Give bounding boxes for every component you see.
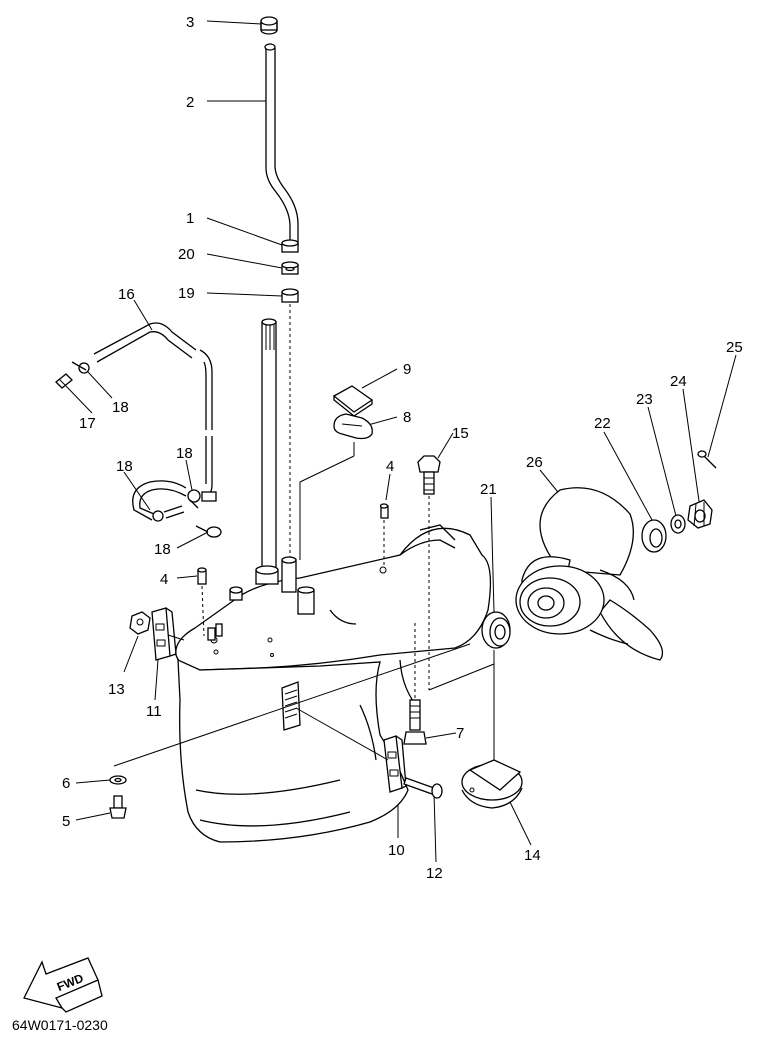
callout-12: 12 [426,865,443,882]
water-intake-grille-icon [281,681,301,731]
leader-lines [65,20,737,863]
callout-15: 15 [452,425,469,442]
callout-18-lower: 18 [154,541,171,558]
callout-20: 20 [178,246,195,263]
grommet-19-icon [281,288,299,303]
callout-19: 19 [178,285,195,302]
callout-25: 25 [726,339,743,356]
pin-4-right-icon [379,503,389,568]
water-tube-icon [264,43,299,250]
callout-14: 14 [524,847,541,864]
clip-18d-icon [195,525,222,538]
clip-18-icon [71,361,90,374]
screw-12-icon [403,777,443,799]
joint-17-icon [55,373,73,389]
washer-6-icon [109,775,127,785]
thrust-washer-21-icon [481,611,511,760]
bolt-5-icon [109,795,127,819]
seal-20-icon [281,261,299,275]
callout-4-upper: 4 [386,458,394,475]
drive-shaft-icon [261,318,277,572]
callout-9: 9 [403,361,411,378]
nut-13-icon [129,611,151,635]
hose-loop-icon [132,480,187,522]
nut-24-icon [687,499,713,529]
lower-case-icon [175,524,492,843]
callout-24: 24 [670,373,687,390]
callout-10: 10 [388,842,405,859]
washer-23-icon [670,514,686,534]
callout-21: 21 [480,481,497,498]
water-tube-assembly [260,16,299,560]
callout-26: 26 [526,454,543,471]
trim-tab-14-icon [461,759,523,809]
callout-7: 7 [456,725,464,742]
callout-6: 6 [62,775,70,792]
hose-16-icon [93,322,217,502]
grommet-3-icon [260,16,278,35]
cotter-pin-25-icon [697,450,717,469]
callout-17: 17 [79,415,96,432]
callout-22: 22 [594,415,611,432]
callout-18-upper: 18 [176,445,193,462]
spacer-22-icon [641,519,667,553]
deck-screws-icon [207,623,223,641]
callout-11: 11 [146,703,162,720]
seal-1-icon [281,239,299,253]
bolt-7-icon [403,620,427,745]
callout-16: 16 [118,286,135,303]
callout-18-left: 18 [116,458,133,475]
callout-13: 13 [108,681,125,698]
shaft-boss-icon [229,556,315,615]
callout-5: 5 [62,813,70,830]
seal-9-icon [332,385,374,417]
seal-8-icon [333,413,373,440]
callout-4-lower: 4 [160,571,168,588]
clip-18b-icon [187,489,201,509]
anode-10-icon [383,735,407,793]
callout-2: 2 [186,94,194,111]
pin-4-left-icon [197,567,207,637]
bolt-15-icon [417,455,441,690]
fwd-arrow-icon: FWD [23,957,103,1013]
callout-labels: 3 2 1 20 19 16 18 17 9 8 15 4 18 18 18 4… [62,14,743,882]
callout-1: 1 [186,210,194,227]
callout-3: 3 [186,14,194,31]
callout-8: 8 [403,409,411,426]
callout-23: 23 [636,391,653,408]
diagram-code: 64W0171-0230 [12,1017,108,1033]
callout-18-hose-clip: 18 [112,399,129,416]
anode-11-icon [151,607,177,661]
propeller-26-icon [515,487,664,661]
